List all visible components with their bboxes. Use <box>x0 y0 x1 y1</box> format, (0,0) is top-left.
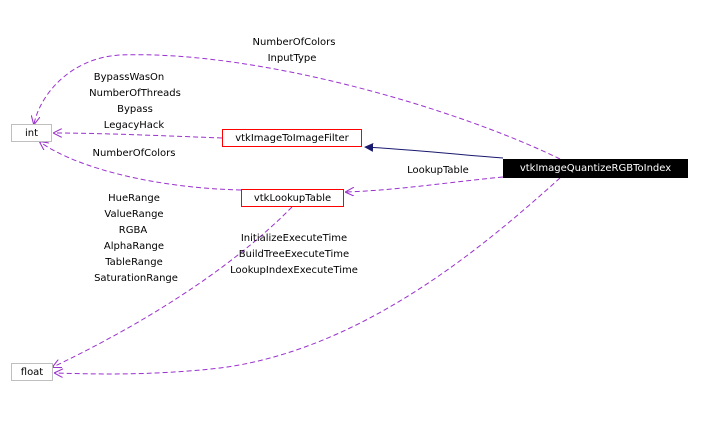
edge-label-lookup-float-saturation-range: SaturationRange <box>94 273 178 284</box>
node-float: float <box>11 363 53 381</box>
edge-quantize-to-filter <box>364 142 504 159</box>
edge-filter-to-int <box>54 133 223 139</box>
edge-label-lookup-int-number-of-colors: NumberOfColors <box>92 148 176 159</box>
edge-label-filter-int-bypass-was-on: BypassWasOn <box>93 72 165 83</box>
edge-lookup-to-float <box>53 206 293 367</box>
edge-label-quantize-int-number-of-colors: NumberOfColors <box>252 37 336 48</box>
edge-label-quantize-float-initialize-execute-time: InitializeExecuteTime <box>240 233 348 244</box>
edge-label-lookup-float-alpha-range: AlphaRange <box>103 241 165 252</box>
edge-label-lookup-float-table-range: TableRange <box>105 257 163 268</box>
edge-label-quantize-float-build-tree-execute-time: BuildTreeExecuteTime <box>238 249 350 260</box>
node-int: int <box>11 124 52 142</box>
edge-label-lookup-float-rgba: RGBA <box>118 225 148 236</box>
edge-quantize-to-float <box>55 177 561 374</box>
edge-label-filter-int-number-of-threads: NumberOfThreads <box>89 88 181 99</box>
edge-label-filter-int-legacy-hack: LegacyHack <box>103 120 165 131</box>
node-vtk-image-quantize-rgb-to-index: vtkImageQuantizeRGBToIndex <box>503 159 688 178</box>
edge-lookup-to-int <box>40 142 242 191</box>
edge-label-filter-int-bypass: Bypass <box>117 104 153 115</box>
edge-label-lookup-float-hue-range: HueRange <box>108 193 160 204</box>
edge-label-lookup-float-value-range: ValueRange <box>104 209 164 220</box>
node-vtk-lookup-table[interactable]: vtkLookupTable <box>241 189 344 207</box>
edge-label-quantize-float-lookup-index-execute-time: LookupIndexExecuteTime <box>230 265 358 276</box>
edge-label-quantize-int-input-type: InputType <box>267 53 317 64</box>
edge-quantize-to-lookup <box>346 176 504 192</box>
node-vtk-image-to-image-filter[interactable]: vtkImageToImageFilter <box>222 129 362 147</box>
edge-label-quantize-lookup-lookup-table: LookupTable <box>407 165 469 176</box>
